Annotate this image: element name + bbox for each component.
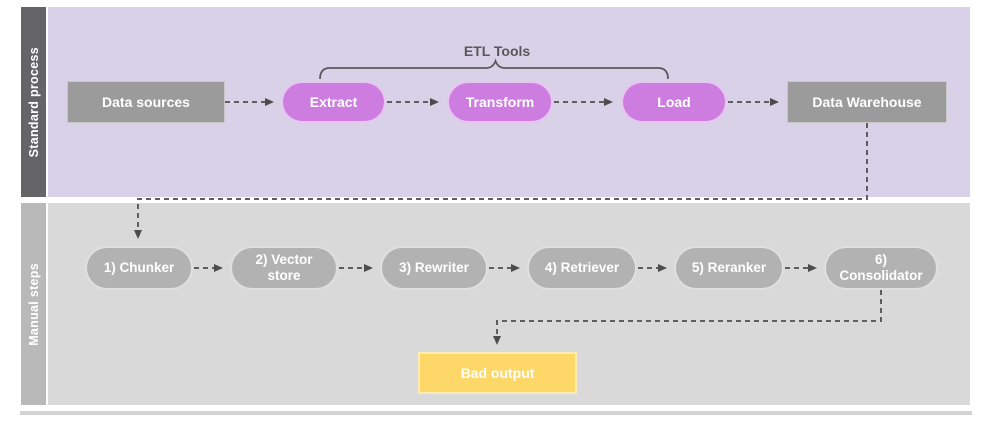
node-load: Load <box>621 81 727 123</box>
node-chunker: 1) Chunker <box>85 246 193 290</box>
node-bad-output: Bad output <box>418 352 577 394</box>
node-data-sources: Data sources <box>67 81 225 123</box>
node-consolidator: 6) Consolidator <box>824 246 938 290</box>
node-data-warehouse: Data Warehouse <box>787 81 947 123</box>
node-vector-store: 2) Vector store <box>230 246 338 290</box>
lane-label-standard-process-text: Standard process <box>26 46 41 158</box>
node-transform: Transform <box>447 81 553 123</box>
node-reranker: 5) Reranker <box>674 246 784 290</box>
lane-label-manual-steps: Manual steps <box>21 203 46 405</box>
bottom-divider-line <box>20 411 972 415</box>
etl-tools-label: ETL Tools <box>463 43 531 59</box>
node-extract: Extract <box>281 81 386 123</box>
node-rewriter: 3) Rewriter <box>380 246 488 290</box>
node-retriever: 4) Retriever <box>527 246 637 290</box>
lane-label-manual-steps-text: Manual steps <box>26 262 41 346</box>
lane-label-standard-process: Standard process <box>21 7 46 197</box>
